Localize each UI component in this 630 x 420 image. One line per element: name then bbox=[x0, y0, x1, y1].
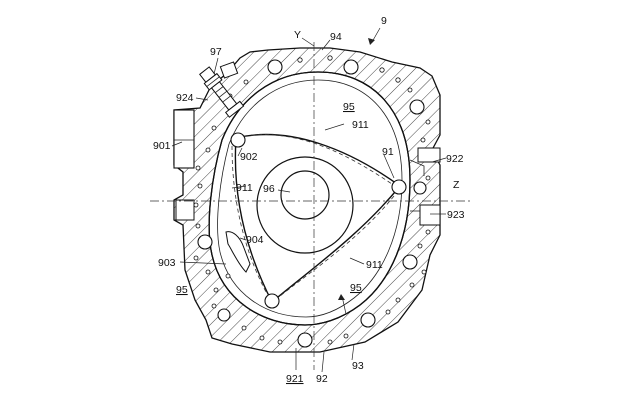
label-figure-number: 9 bbox=[381, 15, 387, 27]
label-housing-top: 94 bbox=[330, 31, 342, 43]
trochoid-inner-line bbox=[217, 79, 403, 318]
label-chamber-bottom: 95 bbox=[350, 282, 362, 294]
rotor-flank-recess-right bbox=[279, 195, 395, 297]
trochoid-wall bbox=[208, 71, 411, 326]
apex-seal-right bbox=[391, 179, 407, 195]
label-flank-bottom: 911 bbox=[366, 259, 383, 271]
label-rotor: 91 bbox=[382, 146, 394, 158]
top-lug bbox=[219, 61, 239, 79]
label-chamber-top: 95 bbox=[343, 101, 355, 113]
label-side-port: 903 bbox=[158, 257, 176, 269]
label-spark-plug: 97 bbox=[210, 46, 222, 58]
spark-plug bbox=[199, 66, 245, 118]
rotor-flank-recess-top bbox=[243, 134, 393, 185]
reference-labels: 9 Y 94 97 924 901 902 95 911 91 922 Z 92… bbox=[153, 15, 465, 385]
label-port-left: 901 bbox=[153, 140, 171, 152]
label-port-right: 922 bbox=[446, 153, 464, 165]
coolant-holes bbox=[193, 55, 431, 345]
rotor-flank-recess-left bbox=[231, 145, 267, 293]
apex-seal-bottom bbox=[264, 293, 280, 309]
label-apex-top-left: 902 bbox=[240, 151, 258, 163]
label-flank-left: 911 bbox=[236, 182, 253, 194]
label-port-right-low: 923 bbox=[447, 209, 465, 221]
label-housing-bottom: 92 bbox=[316, 373, 328, 385]
side-recess bbox=[225, 231, 251, 273]
label-z-axis: Z bbox=[453, 179, 460, 191]
label-recess: 904 bbox=[246, 234, 264, 246]
label-flank-top: 911 bbox=[352, 119, 369, 131]
label-bottom-port: 921 bbox=[286, 373, 304, 385]
leader-lines bbox=[171, 27, 447, 373]
label-y-axis: Y bbox=[294, 29, 301, 41]
right-ports bbox=[409, 147, 441, 226]
label-chamber-left: 95 bbox=[176, 284, 188, 296]
label-plug-hole: 924 bbox=[176, 92, 194, 104]
label-shaft: 96 bbox=[263, 183, 275, 195]
eccentric-shaft bbox=[280, 170, 330, 220]
label-inner-wall: 93 bbox=[352, 360, 364, 372]
left-port-block bbox=[173, 109, 195, 221]
bolt-holes bbox=[197, 59, 427, 348]
apex-seal-top-left bbox=[230, 132, 246, 148]
